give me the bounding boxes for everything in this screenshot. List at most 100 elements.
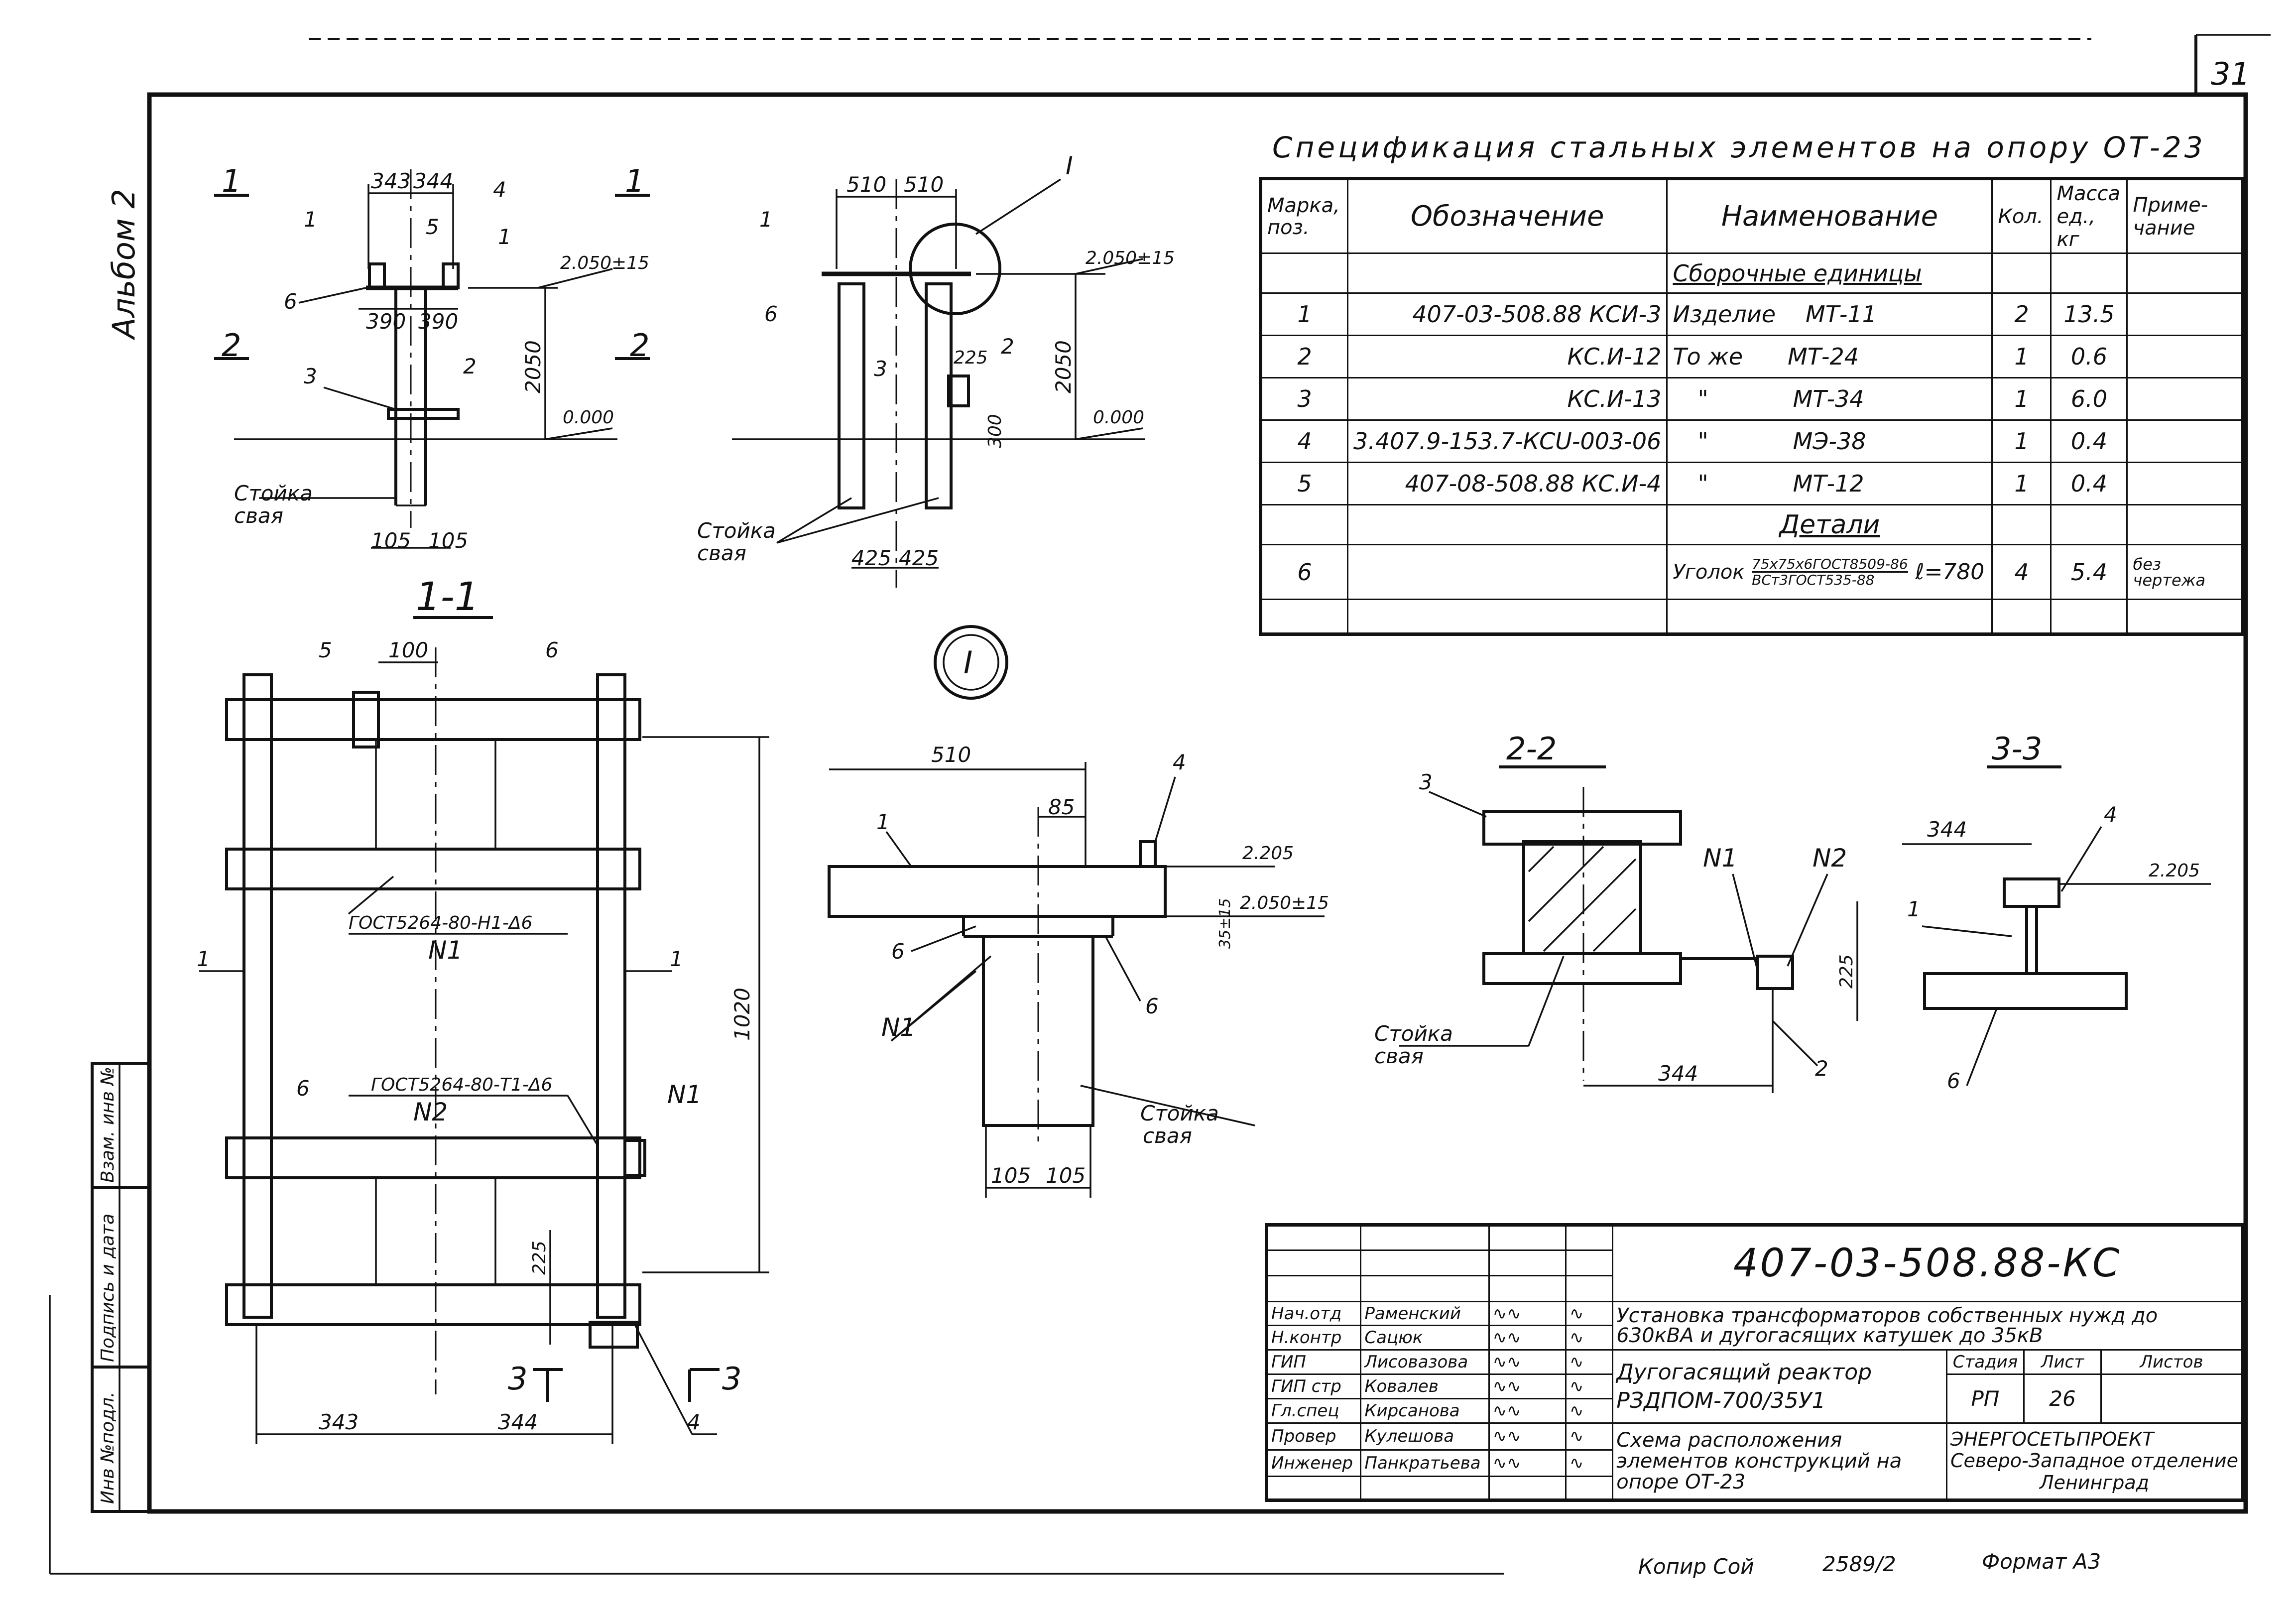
tb-person-row: Нач.отд Раменский ∿∿ ∿ Установка трансфо…	[1265, 1300, 2244, 1351]
tb-role: ГИП стр	[1265, 1373, 1362, 1400]
spec-mass: 6.0	[2050, 377, 2128, 421]
mid-bracket	[387, 408, 460, 420]
spec-qty: 1	[1991, 335, 2052, 378]
section-label: 3	[508, 1361, 527, 1397]
leader	[1075, 258, 1143, 275]
pos-label: 1	[304, 207, 317, 232]
spec-code-text: МТ-11	[1806, 301, 1877, 328]
dimension: 390	[418, 309, 458, 334]
spec-name: "МТ-12	[1666, 462, 1993, 505]
tb-cell	[1488, 1249, 1567, 1277]
tb-person-row: ГИП стр Ковалев ∿∿ ∿ РП 26	[1265, 1373, 2244, 1424]
spec-qty: 1	[1991, 377, 2052, 421]
tb-org: ЭНЕРГОСЕТЬПРОЕКТ Северо-Западное отделен…	[1945, 1422, 2244, 1501]
section-3-3	[1902, 765, 2211, 1086]
leader	[2060, 826, 2102, 892]
pile-left	[838, 282, 865, 509]
pos-label: 6	[1947, 1069, 1960, 1093]
dimension: 425	[851, 546, 891, 570]
spec-group-details-text: Детали	[1779, 509, 1880, 540]
spec-name-text: То же	[1673, 343, 1743, 370]
leader	[1104, 936, 1141, 1001]
copy-label: Копир Сой	[1638, 1554, 1754, 1579]
spec-designation: 3.407.9-153.7-КСU-003-06	[1346, 419, 1668, 463]
spec-detail-row: 6 Уголок 75х75х6ГОСТ8509-86 ВСт3ГОСТ535-…	[1260, 544, 2244, 600]
spec-qty: 4	[1991, 544, 2052, 600]
angle-bracket	[442, 262, 460, 289]
angle-row-3	[225, 1136, 641, 1179]
spec-group-assemblies: Сборочные единицы	[1666, 252, 1993, 294]
object-title-2: РЗДПОМ-700/35У1	[1616, 1388, 1826, 1414]
leader	[1075, 427, 1143, 440]
sec33-beam-6	[1923, 972, 2128, 1010]
leader	[975, 178, 1061, 235]
pos-label: 6	[764, 302, 778, 326]
tb-date: ∿	[1565, 1449, 1614, 1478]
plan-view-1-1	[199, 616, 769, 1444]
spec-header-row: Марка, поз. Обозначение Наименование Кол…	[1260, 178, 2244, 254]
spec-mass: 0.4	[2050, 462, 2128, 505]
tb-cell	[1360, 1224, 1490, 1251]
pos-label: 6	[1145, 994, 1159, 1018]
leader	[545, 427, 613, 440]
pile-label: свая	[234, 503, 283, 528]
pos-label: 1	[498, 225, 511, 249]
spec-empty-row	[1260, 599, 2244, 635]
angle-row-2	[225, 848, 641, 890]
spec-cell	[1260, 252, 1348, 294]
tb-role: Гл.спец	[1265, 1398, 1362, 1424]
spec-header-note: Приме- чание	[2126, 178, 2244, 254]
tb-cell	[1265, 1476, 1362, 1501]
pos-label: 1	[759, 207, 773, 232]
leader	[323, 386, 396, 410]
spec-header-name: Наименование	[1666, 178, 1993, 254]
spec-mass: 13.5	[2050, 292, 2128, 336]
tb-cell	[1265, 1224, 1362, 1251]
tb-date: ∿	[1565, 1422, 1614, 1451]
spec-cell	[1260, 599, 1348, 635]
elevation: 0.000	[563, 407, 614, 428]
weld-mark: N1	[428, 936, 463, 965]
org-name-3: Ленинград	[2039, 1471, 2149, 1494]
tb-date: ∿	[1565, 1300, 1614, 1327]
sec22-hatch	[1592, 908, 1637, 952]
node-title-circle	[934, 625, 1008, 700]
node-callout	[909, 223, 1001, 315]
spec-row: 5 407-08-508.88 КС.И-4 "МТ-12 1 0.4	[1260, 462, 2244, 505]
section-title: 3-3	[1992, 731, 2042, 767]
pos-label: 4	[1173, 750, 1186, 774]
spec-detail-bottom: ВСт3ГОСТ535-88	[1752, 572, 1875, 588]
leader	[348, 875, 394, 915]
side-stamp	[91, 1062, 151, 1513]
spec-mark: 1	[1260, 292, 1348, 336]
object-title-1: Дугогасящий реактор	[1616, 1360, 1872, 1385]
pos-label: 4	[493, 177, 506, 202]
weld-note: ГОСТ5264-80-Т1-Δ6	[371, 1075, 552, 1095]
spec-cell	[2050, 252, 2128, 294]
tb-stage: РП	[1945, 1373, 2025, 1424]
spec-row: 4 3.407.9-153.7-КСU-003-06 "МЭ-38 1 0.4	[1260, 419, 2244, 463]
spec-code-text: МТ-34	[1793, 385, 1864, 412]
dimension: 344	[413, 169, 453, 193]
spec-group-details: Детали	[1666, 504, 1993, 545]
weld-mark: N1	[881, 1013, 916, 1042]
dimension: 105	[428, 528, 468, 553]
pile-right	[925, 282, 953, 509]
format-label: Формат А3	[1982, 1549, 2101, 1574]
pos-label: 2	[1815, 1056, 1828, 1081]
spec-header-designation: Обозначение	[1346, 178, 1668, 254]
small-plate-5	[352, 691, 380, 748]
tb-role: Нач.отд	[1265, 1300, 1362, 1327]
doc-code: 407-03-508.88-КС	[1733, 1241, 2122, 1286]
spec-note	[2126, 462, 2244, 505]
bracket	[947, 374, 970, 407]
spec-name: "МТ-34	[1666, 377, 1993, 421]
tb-cell	[1360, 1249, 1490, 1277]
dimension: 425	[899, 546, 939, 570]
tb-cell	[1360, 1476, 1490, 1501]
spec-cell	[2126, 504, 2244, 545]
pos-label: 1	[1907, 897, 1921, 921]
dimension: 105	[1046, 1163, 1086, 1188]
tb-date: ∿	[1565, 1325, 1614, 1351]
